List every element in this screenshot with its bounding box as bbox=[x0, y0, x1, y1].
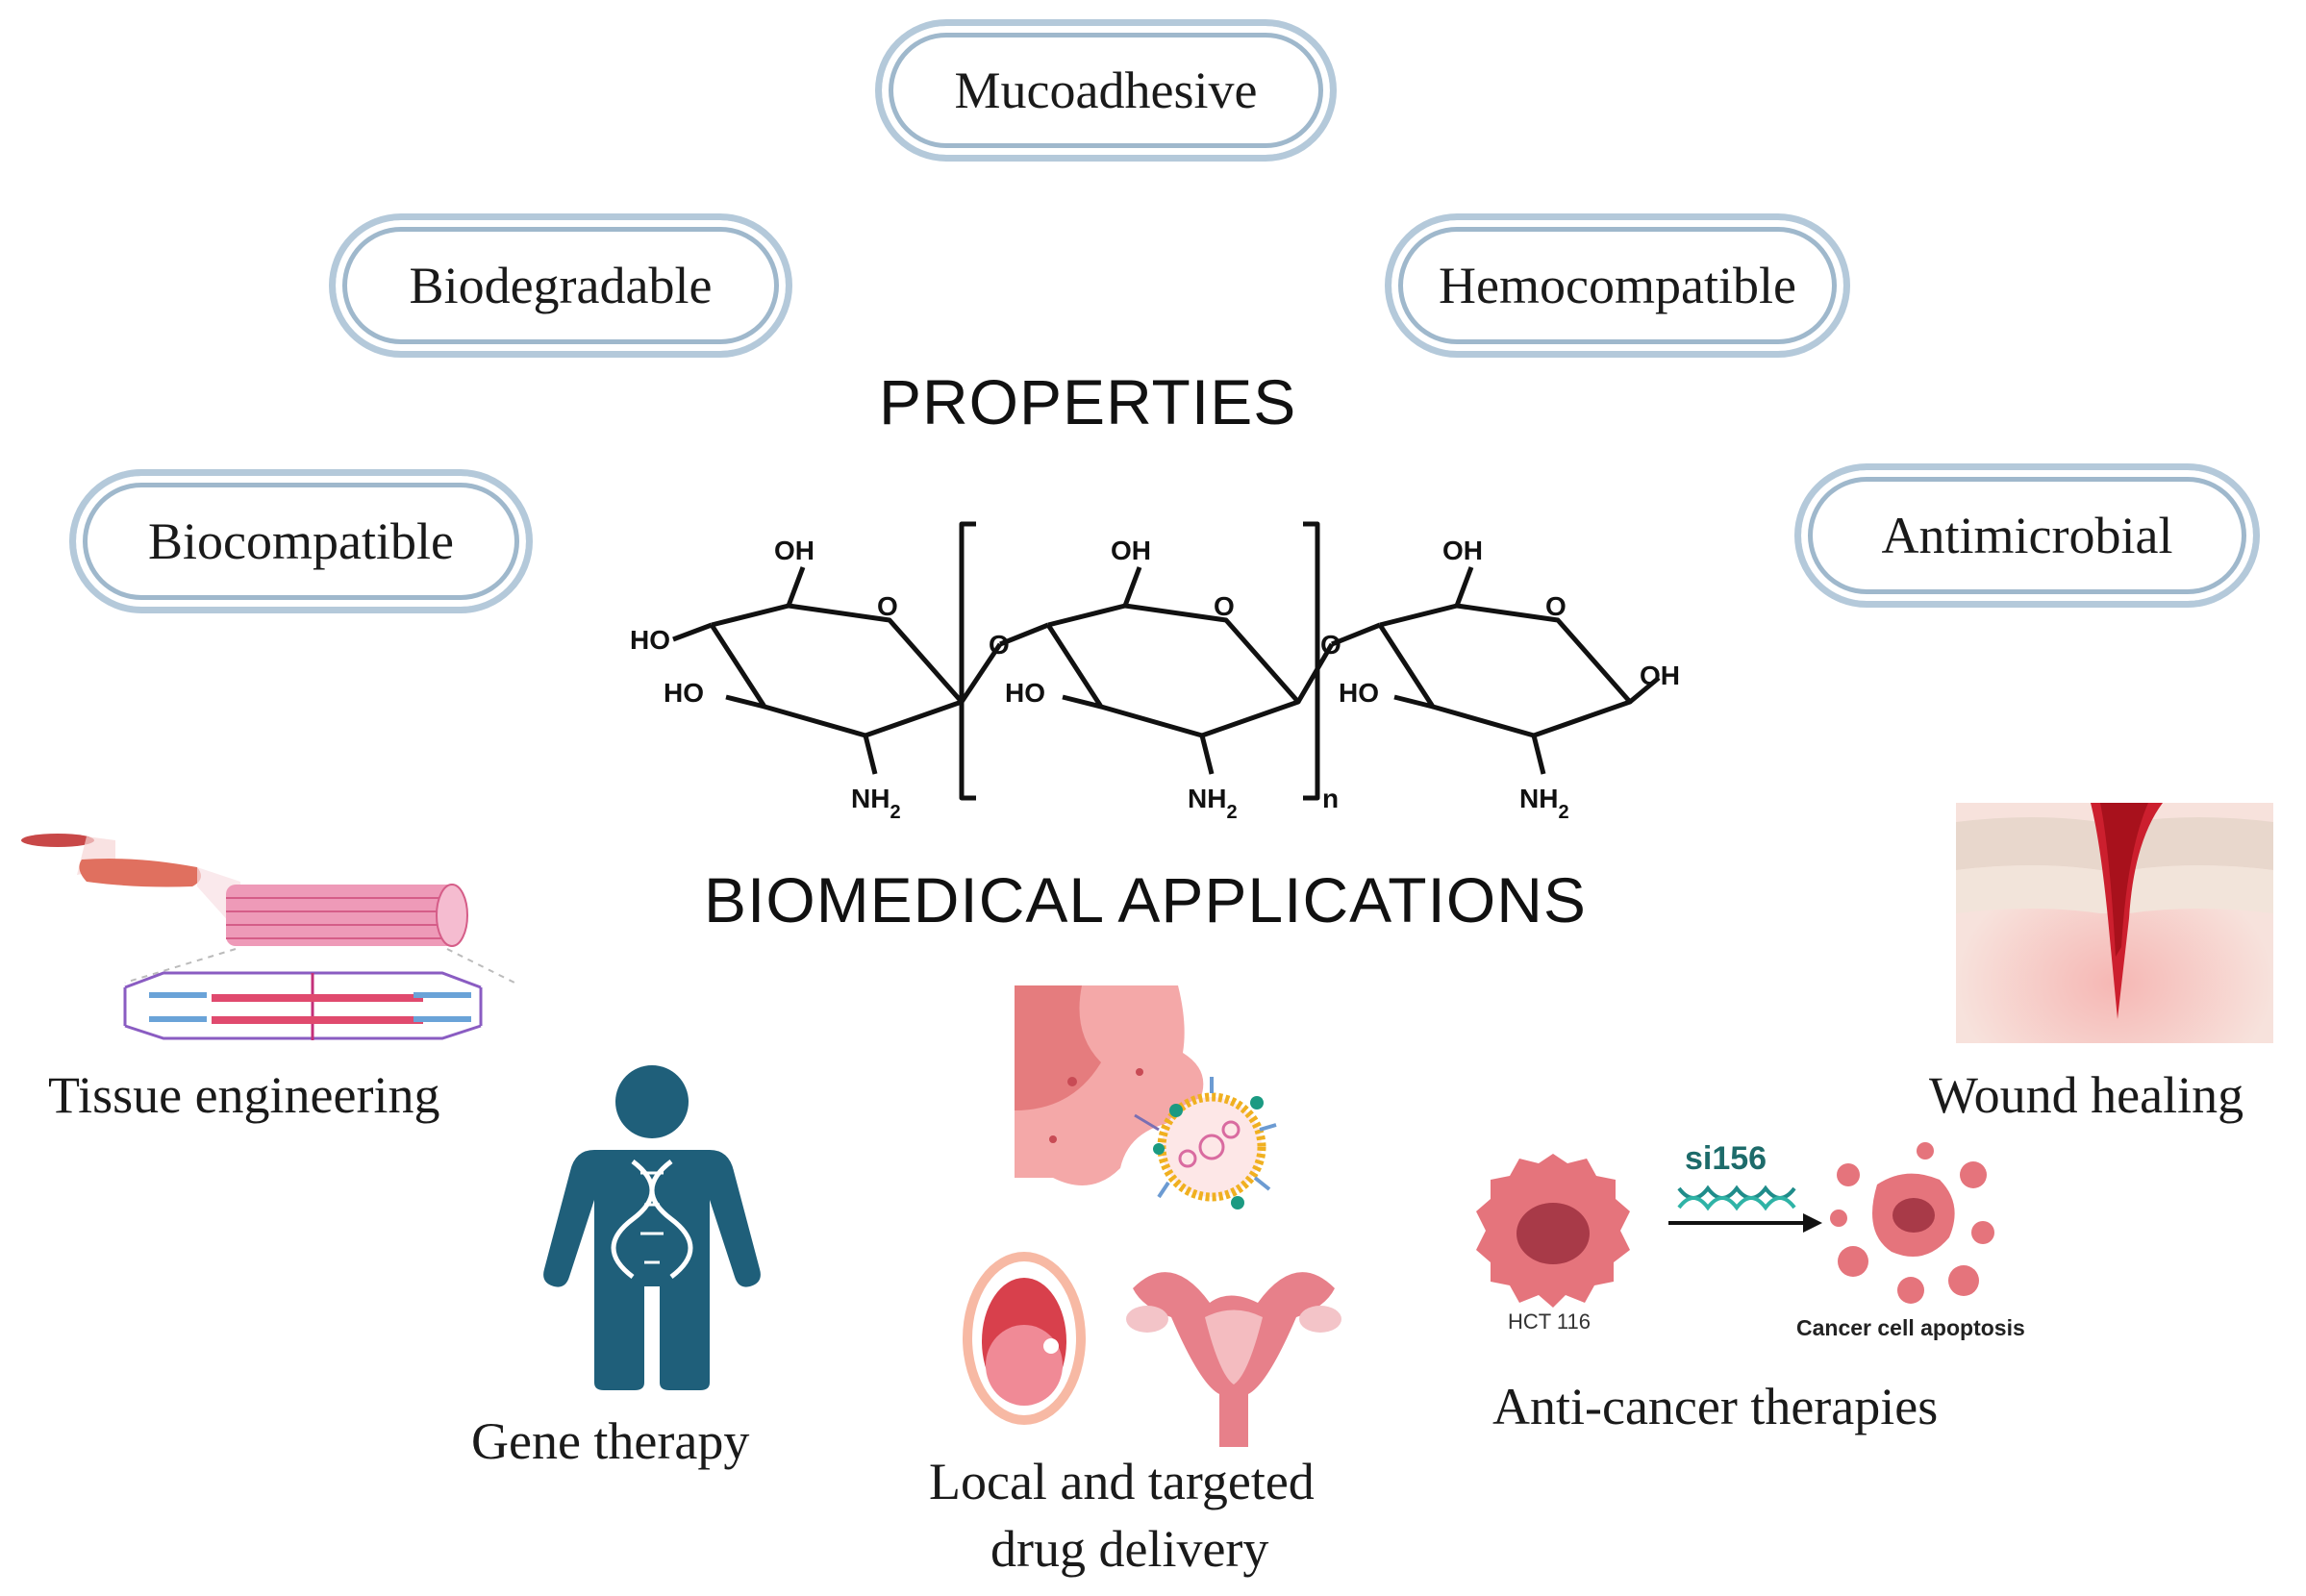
property-hemocompatible: Hemocompatible bbox=[1385, 213, 1850, 358]
o-label: O bbox=[1545, 591, 1567, 621]
anti-cancer-label: Anti-cancer therapies bbox=[1492, 1378, 1939, 1435]
o-label: O bbox=[1214, 591, 1235, 621]
ho-label: HO bbox=[1005, 678, 1045, 708]
sirna-helix-icon bbox=[1677, 1185, 1796, 1211]
sirna-label: si156 bbox=[1685, 1140, 1767, 1177]
nh2-label: NH2 bbox=[851, 784, 901, 823]
apoptosis-icon bbox=[1830, 1142, 1994, 1304]
chitosan-structure: OH HO HO O NH2 O OH HO O NH2 n O OH HO O… bbox=[630, 521, 1680, 823]
property-antimicrobial: Antimicrobial bbox=[1794, 463, 2260, 608]
arrow-right-icon bbox=[1668, 1213, 1822, 1233]
apoptosis-label: Cancer cell apoptosis bbox=[1796, 1315, 2025, 1340]
oh-label: OH bbox=[1442, 536, 1483, 565]
oh-label: OH bbox=[774, 536, 815, 565]
wound-healing-label: Wound healing bbox=[1929, 1066, 2244, 1124]
oh-label: OH bbox=[1640, 661, 1680, 690]
o-label: O bbox=[1320, 630, 1341, 660]
o-label: O bbox=[877, 591, 898, 621]
cancer-cell-icon bbox=[1476, 1154, 1630, 1308]
wound-icon bbox=[1956, 803, 2273, 1043]
properties-heading: PROPERTIES bbox=[879, 366, 1297, 437]
open-mouth-icon bbox=[963, 1252, 1086, 1425]
drug-delivery-label-line2: drug delivery bbox=[990, 1520, 1269, 1578]
repeat-n-label: n bbox=[1322, 784, 1339, 813]
uterus-icon bbox=[1126, 1272, 1341, 1447]
ho-label: HO bbox=[630, 625, 670, 655]
tissue-nanoparticle-icon bbox=[1015, 985, 1277, 1209]
property-biocompatible: Biocompatible bbox=[69, 469, 533, 613]
property-biodegradable: Biodegradable bbox=[329, 213, 792, 358]
property-mucoadhesive: Mucoadhesive bbox=[875, 19, 1337, 162]
muscle-fiber-icon bbox=[21, 834, 515, 1040]
nh2-label: NH2 bbox=[1188, 784, 1238, 823]
applications-heading: BIOMEDICAL APPLICATIONS bbox=[704, 864, 1587, 935]
gene-therapy-label: Gene therapy bbox=[471, 1412, 750, 1470]
tissue-engineering-label: Tissue engineering bbox=[48, 1066, 440, 1124]
oh-label: OH bbox=[1111, 536, 1151, 565]
cell-line-label: HCT 116 bbox=[1508, 1309, 1592, 1334]
gene-therapy-icon bbox=[543, 1065, 761, 1390]
drug-delivery-label-line1: Local and targeted bbox=[929, 1453, 1315, 1510]
ho-label: HO bbox=[1339, 678, 1379, 708]
ho-label: HO bbox=[664, 678, 704, 708]
nh2-label: NH2 bbox=[1519, 784, 1569, 823]
o-label: O bbox=[989, 630, 1010, 660]
